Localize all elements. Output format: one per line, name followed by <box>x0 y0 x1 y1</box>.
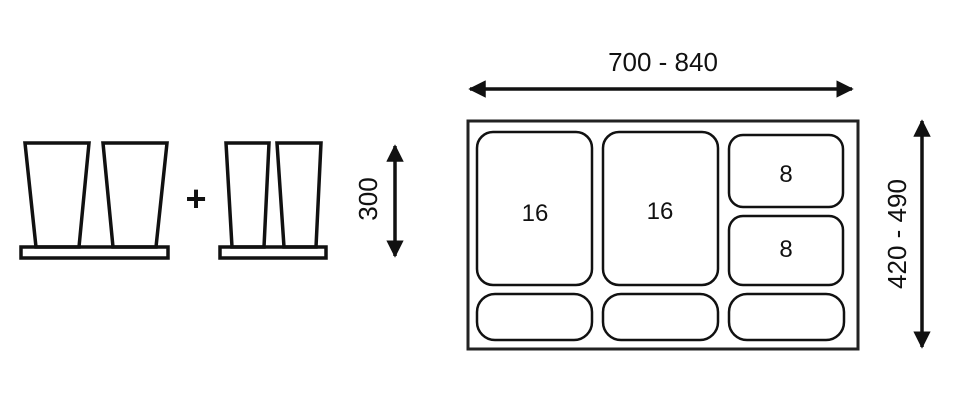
compartment-label: 8 <box>779 161 792 188</box>
compartments <box>475 130 846 342</box>
compartment-label: 8 <box>779 236 792 263</box>
plus-sign: + <box>185 178 206 219</box>
compartment-label: 16 <box>647 198 674 225</box>
small-bin-set <box>218 141 328 260</box>
compartment-bottom-left <box>475 292 594 342</box>
depth-label: 420 - 490 <box>882 179 912 289</box>
large-bin-base <box>19 245 170 260</box>
compartment-label: 16 <box>522 200 549 227</box>
compartment-16-middle <box>601 130 720 287</box>
compartment-bottom-middle <box>601 292 720 342</box>
large-bin-2 <box>101 141 169 249</box>
small-bin-base <box>218 245 328 260</box>
width-label: 700 - 840 <box>608 47 718 77</box>
large-bin-1 <box>23 141 91 249</box>
height-label: 300 <box>353 177 383 220</box>
compartment-bottom-right <box>727 292 846 342</box>
compartment-8-top <box>727 133 845 209</box>
compartment-8-bottom <box>727 214 845 287</box>
small-bin-1 <box>224 141 271 249</box>
small-bin-2 <box>275 141 323 249</box>
compartment-16-left <box>475 130 594 287</box>
large-bin-set <box>19 141 170 260</box>
